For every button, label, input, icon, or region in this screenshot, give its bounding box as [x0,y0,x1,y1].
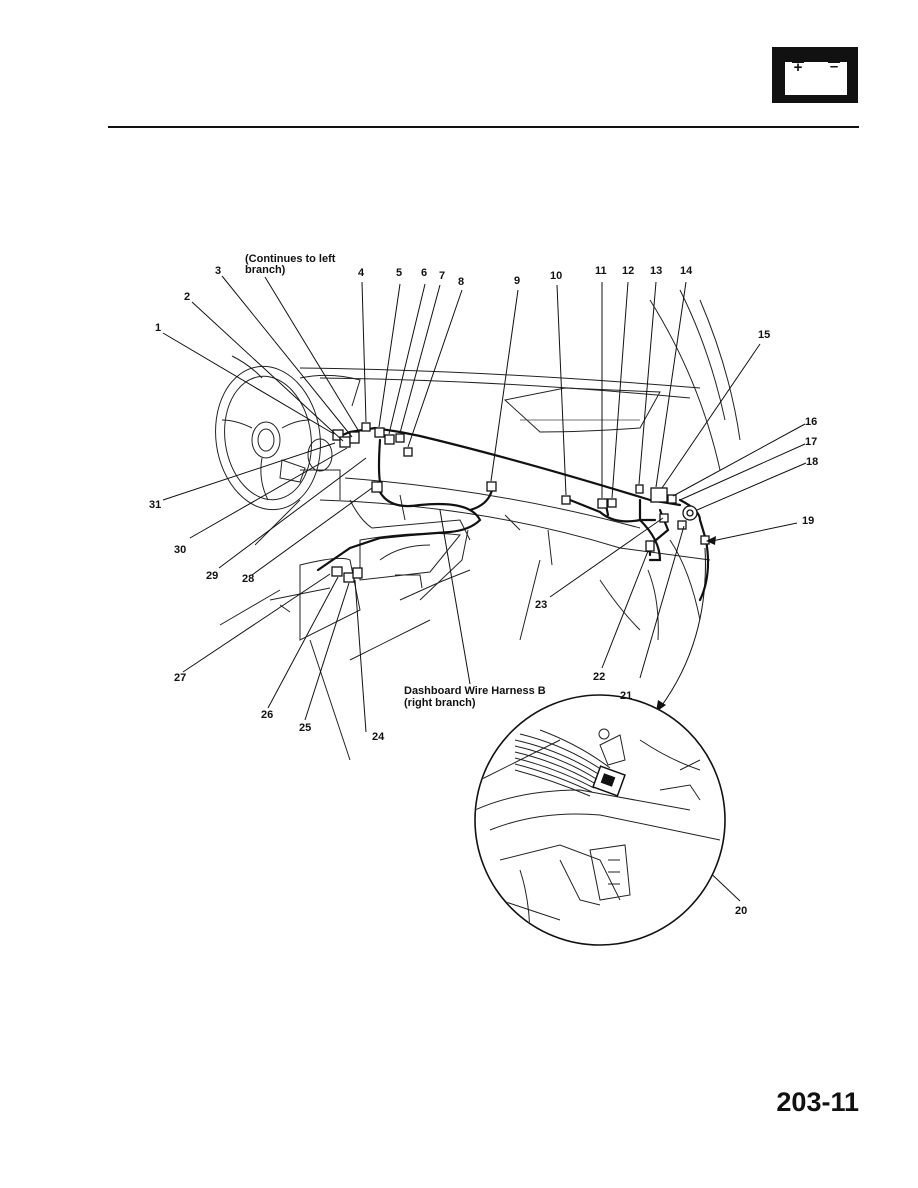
callout-29: 29 [206,570,218,582]
callout-numbers: 1 2 3 4 5 6 7 8 9 10 11 12 13 14 15 16 1… [149,265,818,917]
battery-icon: + – [772,47,858,103]
label-continues-line2: branch) [245,264,286,276]
label-harness-line1: Dashboard Wire Harness B [404,685,546,697]
detail-circle [474,694,726,946]
callout-10: 10 [550,270,562,282]
callout-6: 6 [421,267,427,279]
callout-25: 25 [299,722,311,734]
connectors [331,422,710,583]
callout-5: 5 [396,267,402,279]
callout-2: 2 [184,291,190,303]
callout-1: 1 [155,322,161,334]
callout-23: 23 [535,599,547,611]
callout-26: 26 [261,709,273,721]
battery-plus: + [794,59,803,76]
callout-16: 16 [805,416,817,428]
callout-7: 7 [439,270,445,282]
callout-22: 22 [593,671,605,683]
page-number: 203-11 [776,1087,859,1117]
callout-20: 20 [735,905,747,917]
callout-4: 4 [358,267,365,279]
callout-15: 15 [758,329,770,341]
callout-19: 19 [802,515,814,527]
callout-18: 18 [806,456,818,468]
callout-28: 28 [242,573,254,585]
callout-31: 31 [149,499,161,511]
callout-17: 17 [805,436,817,448]
callout-9: 9 [514,275,520,287]
callout-8: 8 [458,276,464,288]
label-harness-line2: (right branch) [404,697,476,709]
callout-30: 30 [174,544,186,556]
label-continues-line1: (Continues to left [245,253,336,265]
callout-21: 21 [620,690,632,702]
callout-12: 12 [622,265,634,277]
callout-27: 27 [174,672,186,684]
callout-3: 3 [215,265,221,277]
callout-13: 13 [650,265,662,277]
callout-24: 24 [372,731,385,743]
callout-14: 14 [680,265,693,277]
battery-minus: – [830,58,838,75]
callout-11: 11 [595,265,607,277]
